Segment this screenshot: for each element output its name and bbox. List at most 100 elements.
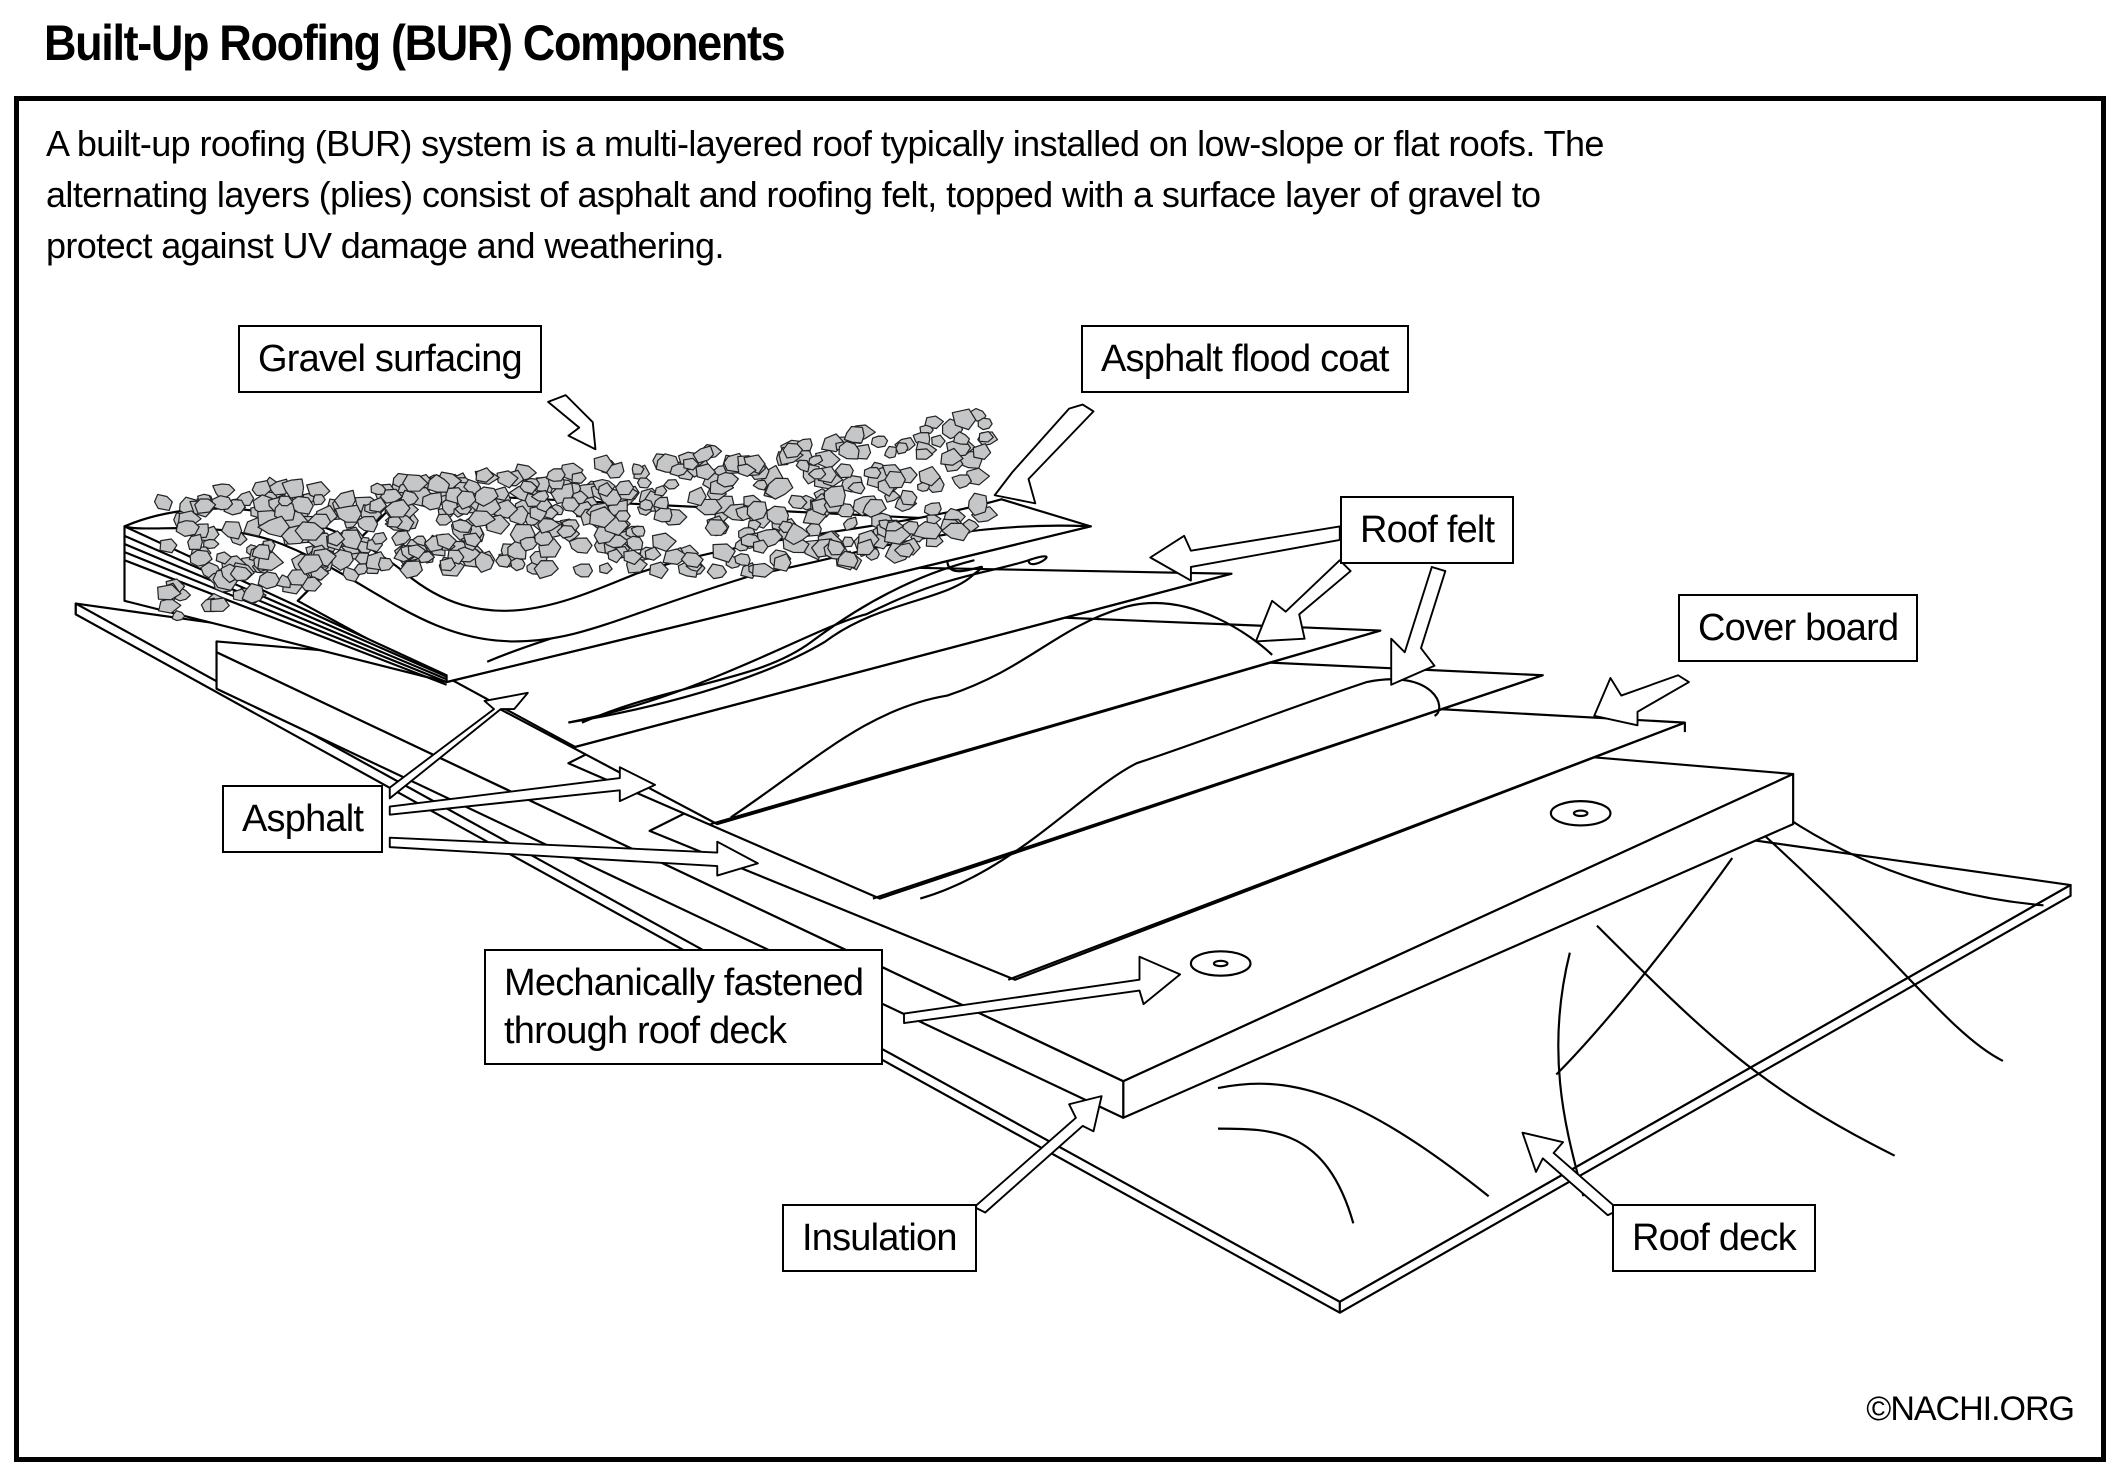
gravel-stone (277, 495, 294, 507)
gravel-stone (644, 546, 662, 561)
gravel-stone (189, 549, 213, 567)
gravel-stone (682, 457, 700, 471)
gravel-stone (175, 520, 200, 538)
gravel-stone (211, 495, 234, 511)
gravel-stone (519, 480, 538, 495)
arrow-fastener (903, 955, 1182, 1024)
gravel-stone (157, 597, 182, 614)
label-cover-board: Cover board (1678, 594, 1919, 662)
gravel-stone (462, 532, 482, 548)
gravel-stone (784, 522, 811, 546)
gravel-stone (371, 531, 388, 545)
gravel-stone (377, 557, 395, 572)
gravel-stone (556, 524, 577, 539)
gravel-stone (712, 543, 736, 563)
gravel-stone (281, 478, 305, 499)
gravel-stone (312, 493, 326, 506)
description-line: protect against UV damage and weathering… (46, 225, 724, 266)
gravel-stone (194, 498, 217, 514)
label-gravel-surfacing: Gravel surfacing (238, 325, 542, 393)
gravel-stone (752, 479, 768, 491)
description-line: alternating layers (plies) consist of as… (46, 174, 1541, 215)
gravel-stone (294, 521, 325, 541)
gravel-stone (530, 489, 550, 503)
gravel-stone (953, 431, 970, 445)
gravel-stone (951, 474, 973, 489)
gravel-stone (773, 553, 792, 572)
gravel-stone (241, 582, 265, 604)
gravel-stone (210, 597, 230, 612)
gravel-stone (639, 498, 654, 511)
gravel-stone (795, 459, 810, 473)
label-line: through roof deck (504, 1010, 787, 1052)
gravel-stone (537, 517, 561, 534)
gravel-stone (827, 538, 846, 556)
gravel-stone (251, 544, 271, 561)
gravel-stone (842, 516, 858, 532)
gravel-stone (342, 566, 361, 583)
gravel-stone (509, 557, 526, 572)
gravel-stone (421, 491, 443, 511)
gravel-stone (649, 561, 669, 580)
label-mechanically-fastened: Mechanically fastened through roof deck (484, 949, 884, 1065)
gravel-stone (334, 504, 362, 523)
gravel-stone (384, 499, 411, 518)
gravel-stone (475, 467, 495, 483)
label-asphalt-flood-coat: Asphalt flood coat (1081, 325, 1409, 393)
gravel-stone (545, 468, 566, 482)
gravel-stone (370, 482, 387, 496)
gravel-stone (782, 442, 804, 459)
arrow-asphalt-3 (388, 836, 759, 877)
gravel-stone (495, 554, 513, 568)
leader-arrows (388, 394, 1690, 1217)
gravel-stone (220, 521, 243, 540)
gravel-stone (716, 471, 739, 488)
gravel-stone (923, 502, 942, 517)
gravel-stone (834, 463, 854, 479)
gravel-stone (435, 513, 453, 526)
gravel-stone (695, 463, 717, 481)
gravel-stone (680, 551, 704, 568)
gravel-stone (978, 430, 994, 443)
gravel-stone (752, 539, 769, 554)
arrow-roof-deck (1521, 1131, 1620, 1217)
gravel-stone (926, 514, 942, 525)
gravel-stone (561, 497, 580, 512)
gravel-stone (734, 553, 751, 567)
gravel-stone (651, 532, 677, 552)
arrow-cover-board (1593, 674, 1690, 727)
gravel-stone (467, 510, 496, 528)
gravel-stone (653, 506, 673, 523)
gravel-stone (663, 479, 680, 490)
label-roof-felt: Roof felt (1340, 496, 1515, 564)
gravel-stone (746, 500, 768, 522)
page-title: Built-Up Roofing (BUR) Components (44, 15, 786, 71)
gravel-stone (653, 496, 669, 510)
gravel-stone (297, 554, 324, 575)
gravel-stone (215, 551, 232, 565)
label-line: Mechanically fastened (504, 962, 864, 1004)
gravel-stone (614, 510, 631, 522)
gravel-stone (451, 519, 473, 534)
gravel-stone (159, 538, 178, 554)
gravel-stone (212, 483, 236, 501)
gravel-stone (894, 542, 915, 558)
label-insulation: Insulation (782, 1204, 977, 1272)
gravel-stone (884, 445, 897, 459)
gravel-stone (399, 560, 423, 579)
arrow-gravel (547, 394, 597, 451)
gravel-stone (607, 548, 623, 564)
gravel-stone (456, 490, 477, 510)
arrow-roof-felt-1 (1149, 525, 1341, 582)
gravel-stone (654, 485, 668, 497)
gravel-stone (808, 454, 824, 467)
gravel-stone (534, 530, 554, 547)
gravel-stone (412, 535, 427, 547)
gravel-stone (407, 544, 427, 560)
gravel-stone (838, 440, 860, 460)
gravel-stone (862, 498, 887, 518)
arrow-asphalt-2 (388, 766, 656, 816)
gravel-stone (636, 477, 652, 489)
gravel-stone (187, 533, 203, 550)
gravel-stone (764, 477, 794, 500)
